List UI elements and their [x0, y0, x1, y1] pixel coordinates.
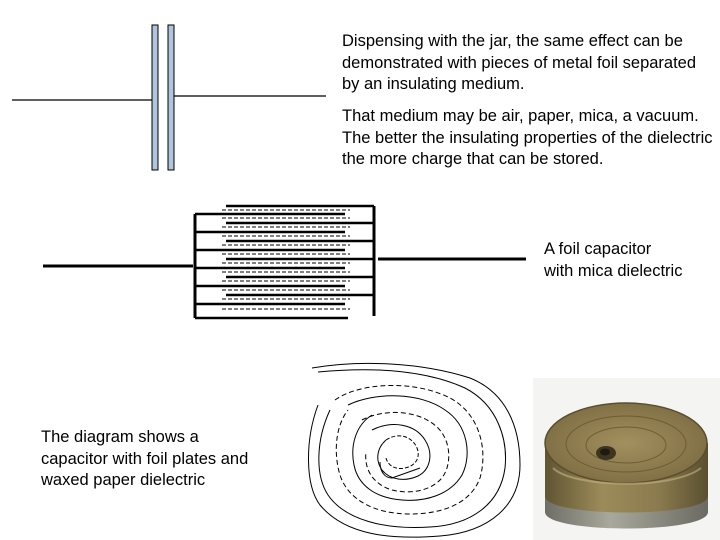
stacked-foil-capacitor: [43, 204, 526, 320]
dielectric-paragraph: That medium may be air, paper, mica, a v…: [342, 107, 713, 168]
capacitor-photo: [533, 378, 720, 540]
waxed-paper-capacitor-caption: The diagram shows a capacitor with foil …: [41, 428, 249, 489]
mica-capacitor-caption: A foil capacitor with mica dielectric: [544, 240, 683, 280]
parallel-plate-capacitor: [12, 24, 326, 171]
rolled-foil-capacitor: [308, 362, 521, 538]
intro-paragraph: Dispensing with the jar, the same effect…: [342, 32, 697, 93]
right-plate: [167, 24, 175, 171]
left-plate: [151, 24, 159, 171]
